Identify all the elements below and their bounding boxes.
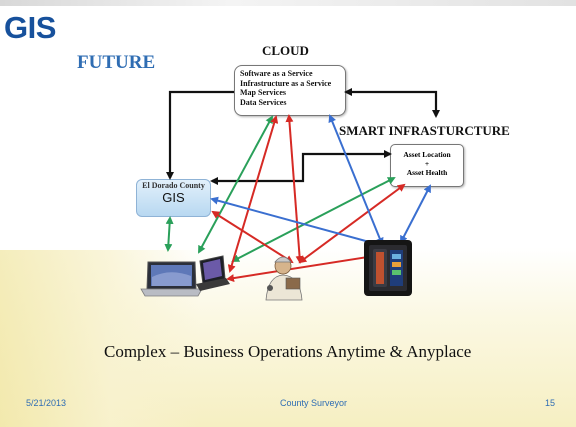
cloud-item: Map Services [240, 88, 286, 97]
asset-line: Asset Health [406, 168, 448, 177]
connector-black [166, 90, 234, 180]
connector-blue [210, 196, 386, 249]
connector-red [226, 250, 389, 283]
cloud-label: CLOUD [262, 43, 309, 58]
slide-title: FUTURE [77, 52, 156, 73]
asset-line: Asset Location [403, 150, 451, 159]
laptop-icon [140, 261, 203, 297]
connector-blue [328, 114, 384, 246]
connector-green [198, 115, 273, 254]
asset-box: Asset Location + Asset Health [390, 144, 464, 187]
cloud-item: Infrastructure as a Service [240, 78, 332, 88]
asset-line: + [424, 159, 430, 168]
slide-subtitle: Complex – Business Operations Anytime & … [104, 342, 472, 361]
smartphone-icon [364, 240, 412, 296]
connector-blue [400, 184, 431, 244]
footer-presenter: County Surveyor [280, 398, 348, 408]
footer-date: 5/21/2013 [26, 398, 67, 408]
cloud-item: Data Services [240, 97, 287, 107]
connector-green [164, 216, 174, 252]
gis-logo: GIS [4, 10, 56, 45]
cloud-box: Software as a Service Infrastructure as … [234, 65, 346, 116]
connector-red [285, 114, 304, 264]
footer-page-number: 15 [545, 398, 556, 408]
gis-node-label: GIS [162, 190, 185, 205]
netbook-icon [196, 255, 230, 291]
field-worker-icon [265, 256, 303, 301]
cloud-item: Software as a Service [240, 69, 313, 78]
connector-black [346, 90, 440, 118]
gis-county-label: El Dorado County [142, 181, 205, 190]
